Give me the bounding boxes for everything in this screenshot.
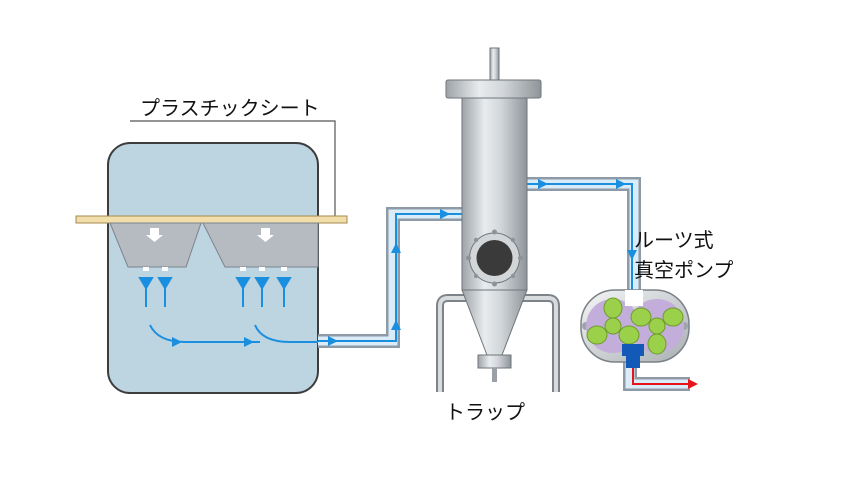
label-trap: トラップ (445, 400, 525, 424)
flow-arrow (391, 320, 401, 330)
flow-arrow (328, 336, 338, 346)
flow-arrow (616, 179, 626, 189)
rotor-right (630, 307, 684, 355)
trap (436, 47, 560, 392)
downflow-arrows (138, 277, 292, 307)
plastic-sheet (75, 215, 348, 224)
label-roots-pump-line2: 真空ポンプ (634, 258, 734, 282)
chamber-flow-arrows (149, 324, 322, 347)
pump-discharge (622, 344, 644, 368)
sheet-leader-line (130, 120, 336, 222)
flow-arrow (538, 179, 548, 189)
vacuum-chamber (75, 120, 348, 394)
exhaust-arrow (688, 379, 698, 389)
flow-arrow (391, 243, 401, 253)
forming-mold-left (109, 222, 202, 268)
flow-arrow (440, 209, 450, 219)
rotor-left (586, 297, 640, 345)
pipe-trap-to-pump (527, 177, 641, 300)
suction-holes (143, 267, 287, 271)
pipe-chamber-to-trap (318, 207, 462, 348)
label-roots-pump-line1: ルーツ式 (634, 228, 714, 252)
roots-vacuum-pump (580, 289, 698, 391)
label-plastic-sheet: プラスチックシート (140, 96, 320, 120)
flow-arrow (627, 250, 637, 260)
forming-mold-right (202, 222, 319, 268)
